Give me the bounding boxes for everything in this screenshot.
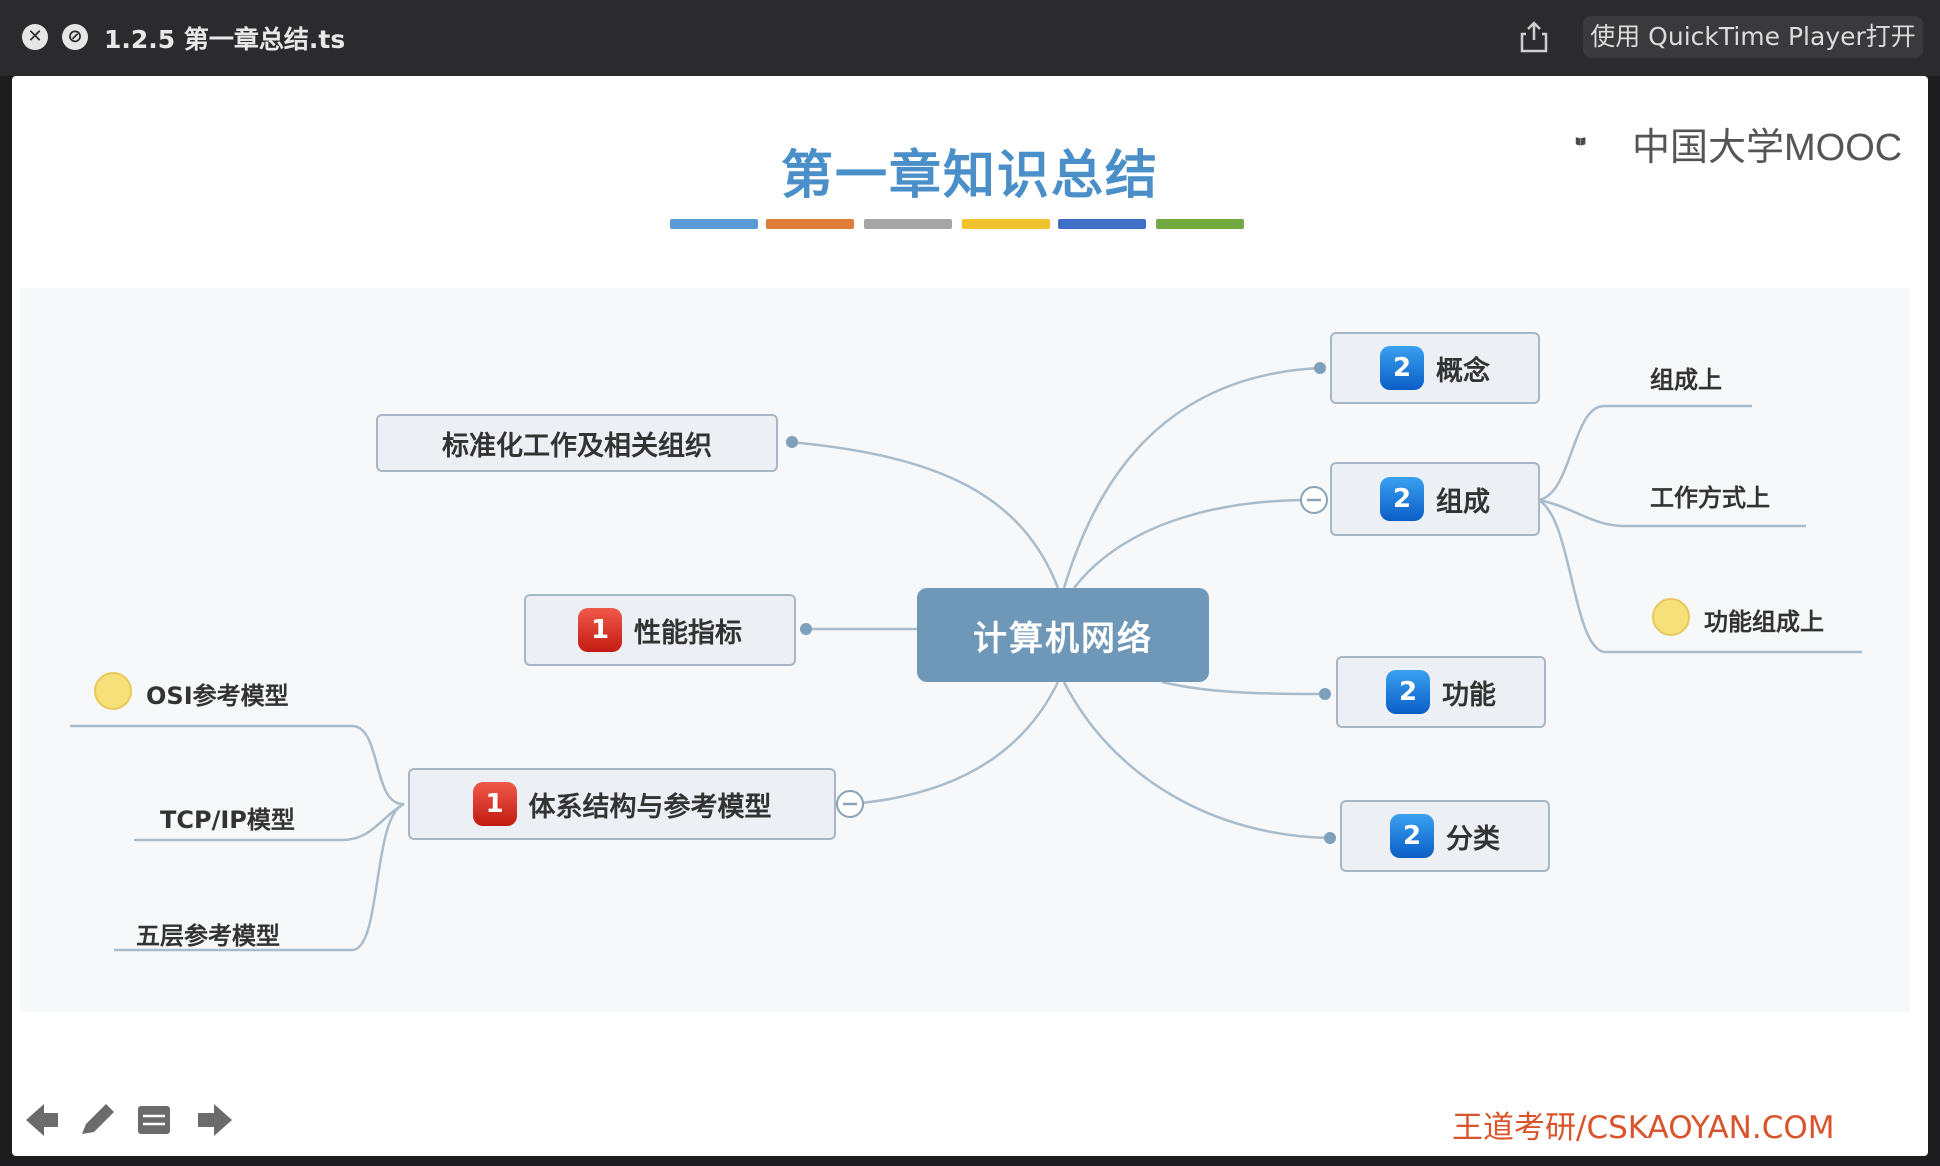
window-title: 1.2.5 第一章总结.ts	[104, 25, 346, 54]
priority-2-icon: 2	[1390, 814, 1434, 858]
color-bar-1	[670, 219, 758, 229]
mooc-book-icon	[1575, 137, 1586, 146]
color-bar-6	[1156, 219, 1244, 229]
leaf-functional-composition[interactable]: 功能组成上	[1704, 608, 1824, 636]
leaf-five-layer-model[interactable]: 五层参考模型	[136, 922, 280, 950]
node-standards[interactable]: 标准化工作及相关组织	[376, 414, 778, 472]
node-classification-label: 分类	[1446, 823, 1500, 855]
color-bar-2	[766, 219, 854, 229]
note-marker-icon	[1652, 598, 1690, 636]
title-bar: ✕ ⊘ 1.2.5 第一章总结.ts 使用 QuickTime Player打开	[0, 0, 1940, 76]
footer-brand: 王道考研/CSKAOYAN.COM	[1452, 1110, 1835, 1146]
priority-1-icon: 1	[472, 782, 517, 826]
share-icon[interactable]	[1518, 20, 1550, 54]
node-composition-label: 组成	[1436, 486, 1490, 518]
priority-2-icon: 2	[1380, 477, 1424, 521]
mooc-logo: 中国大学MOOC	[1632, 127, 1903, 169]
mindmap-connectors	[70, 362, 1862, 952]
open-in-quicktime-button[interactable]: 使用 QuickTime Player打开	[1583, 16, 1923, 58]
node-architecture-label: 体系结构与参考模型	[528, 791, 772, 823]
forward-arrow-icon[interactable]	[198, 1104, 232, 1136]
color-bar-4	[962, 219, 1050, 229]
pen-icon[interactable]	[82, 1104, 114, 1134]
back-arrow-icon[interactable]	[26, 1104, 58, 1136]
disable-icon[interactable]: ⊘	[62, 24, 88, 50]
priority-1-icon: 1	[578, 608, 622, 652]
node-composition[interactable]: 2 组成	[1330, 462, 1540, 536]
node-standards-label: 标准化工作及相关组织	[442, 430, 712, 462]
node-architecture[interactable]: 1 体系结构与参考模型	[408, 768, 836, 840]
node-function[interactable]: 2 功能	[1336, 656, 1546, 728]
leaf-composition-structure[interactable]: 组成上	[1650, 366, 1722, 394]
slide-title: 第一章知识总结	[780, 145, 1159, 206]
leaf-tcpip-model[interactable]: TCP/IP模型	[160, 806, 295, 834]
video-frame[interactable]: 第一章知识总结 中国大学MOOC	[12, 76, 1928, 1156]
priority-2-icon: 2	[1380, 346, 1424, 390]
priority-2-icon: 2	[1386, 670, 1430, 714]
leaf-osi-model[interactable]: OSI参考模型	[146, 682, 289, 710]
notes-icon[interactable]	[138, 1106, 170, 1134]
node-concept[interactable]: 2 概念	[1330, 332, 1540, 404]
node-classification[interactable]: 2 分类	[1340, 800, 1550, 872]
leaf-working-mode[interactable]: 工作方式上	[1650, 484, 1770, 512]
color-bar-5	[1058, 219, 1146, 229]
color-bar-3	[864, 219, 952, 229]
node-function-label: 功能	[1442, 679, 1496, 711]
node-performance-label: 性能指标	[634, 617, 742, 649]
close-icon[interactable]: ✕	[22, 24, 48, 50]
node-concept-label: 概念	[1436, 355, 1490, 387]
note-marker-icon	[94, 672, 132, 710]
center-node[interactable]: 计算机网络	[917, 588, 1209, 682]
node-performance[interactable]: 1 性能指标	[524, 594, 796, 666]
player-controls	[26, 1104, 232, 1136]
